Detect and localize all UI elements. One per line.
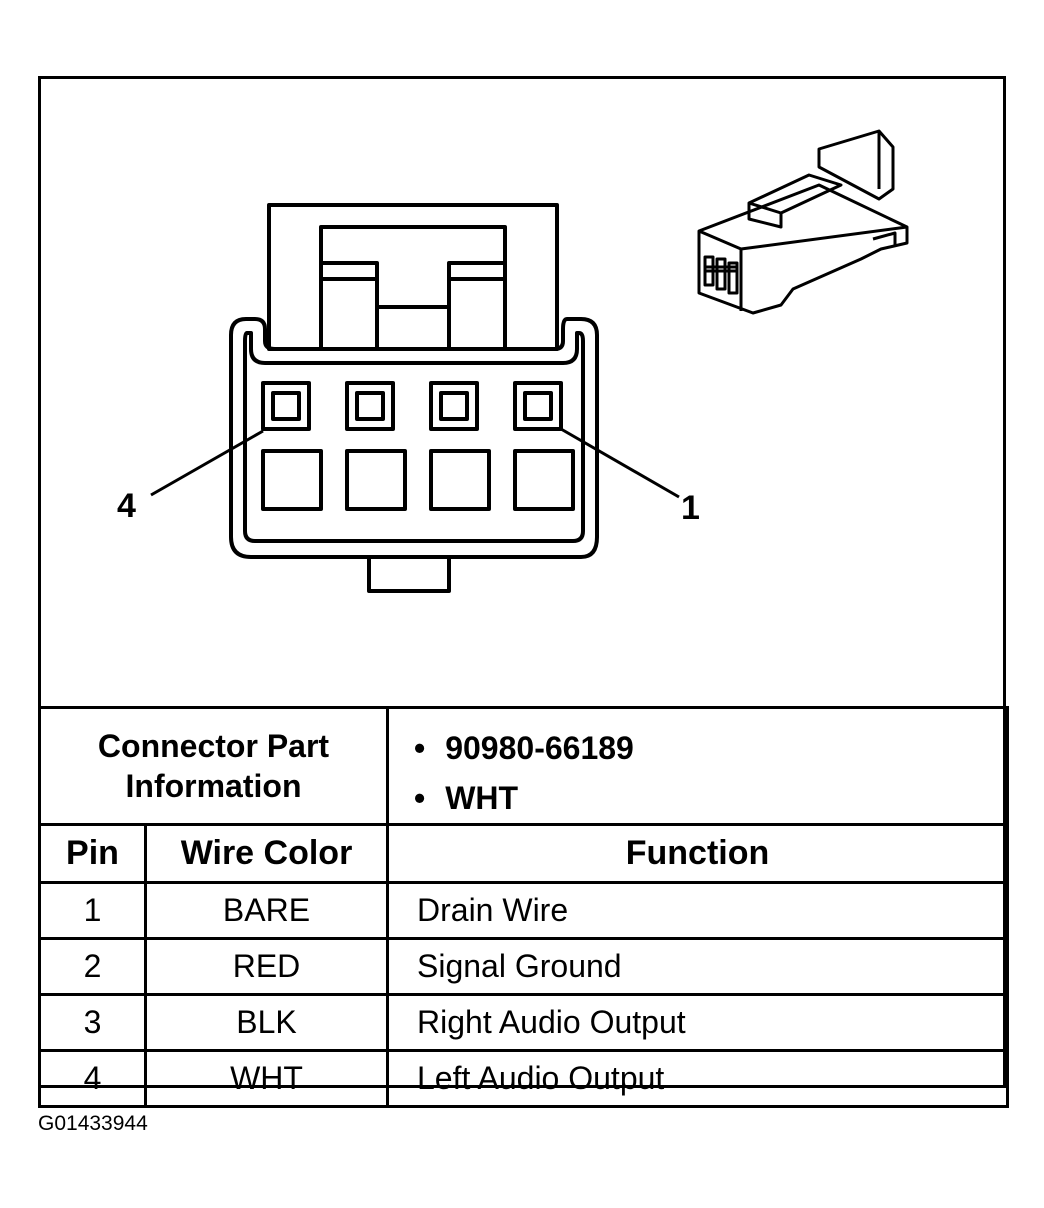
wire-color-cell: BLK [144,993,389,1052]
diagram-id: G01433944 [38,1112,148,1135]
function-cell: Left Audio Output [386,1049,1009,1108]
table-row: 4 WHT Left Audio Output [38,1049,1009,1108]
part-number: 90980-66189 [445,723,1006,773]
connector-housing-inner [243,331,585,543]
header-function: Function [386,823,1009,884]
function-cell: Drain Wire [386,881,1009,940]
table-row: 1 BARE Drain Wire [38,881,1009,940]
pin-4-label: 4 [117,487,136,525]
part-info-values: 90980-66189 WHT [386,706,1009,826]
wire-color-cell: BARE [144,881,389,940]
function-cell: Right Audio Output [386,993,1009,1052]
latch-tab-right [447,261,507,351]
terminal-cavities-bottom [261,449,575,511]
header-wire-color: Wire Color [144,823,389,884]
pin-cell: 2 [38,937,147,996]
table-row: 3 BLK Right Audio Output [38,993,1009,1052]
diagram-frame: 4 1 Connector Part Information 90980-661… [38,76,1009,1108]
part-info-row: Connector Part Information 90980-66189 W… [38,706,1009,826]
wire-color-cell: WHT [144,1049,389,1108]
pin-1-label: 1 [681,489,700,527]
table-row: 2 RED Signal Ground [38,937,1009,996]
header-pin: Pin [38,823,147,884]
latch-inner [319,225,507,351]
pin-4-leader [150,429,264,497]
bottom-tab [367,557,451,593]
terminal-cavities-top [261,381,563,431]
part-info-label-text: Connector Part Information [97,728,330,804]
connector-isometric-view [697,129,909,315]
connector-info-table: Connector Part Information 90980-66189 W… [38,706,1009,1108]
part-info-label: Connector Part Information [38,706,389,826]
pin-cell: 3 [38,993,147,1052]
latch-tab-left [319,261,379,351]
connector-housing-outer [229,317,599,559]
table-header-row: Pin Wire Color Function [38,823,1009,884]
pin-1-leader [560,427,680,499]
connector-color: WHT [445,773,1006,823]
function-cell: Signal Ground [386,937,1009,996]
connector-drawing: 4 1 [117,129,909,593]
wire-color-cell: RED [144,937,389,996]
pin-cell: 1 [38,881,147,940]
pin-cell: 4 [38,1049,147,1108]
